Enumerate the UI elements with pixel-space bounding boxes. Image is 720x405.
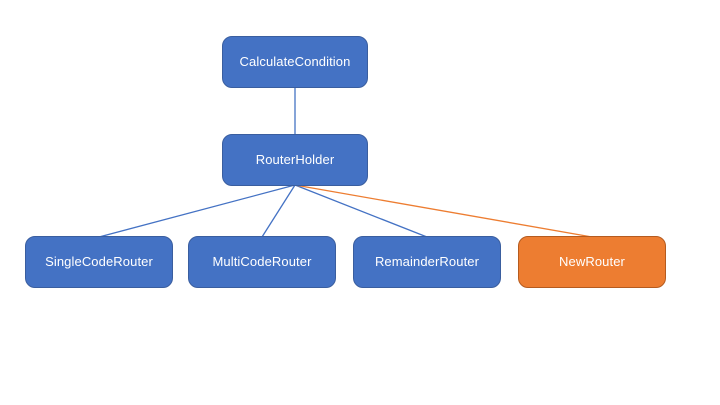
node-label: SingleCodeRouter bbox=[45, 254, 153, 270]
node-label: RouterHolder bbox=[255, 152, 335, 168]
node-label: CalculateCondition bbox=[239, 54, 351, 70]
node-remainder-router[interactable]: RemainderRouter bbox=[353, 236, 501, 288]
node-label: NewRouter bbox=[559, 254, 625, 270]
node-label: RemainderRouter bbox=[374, 254, 480, 270]
node-calculate-condition[interactable]: CalculateCondition bbox=[222, 36, 368, 88]
node-router-holder[interactable]: RouterHolder bbox=[222, 134, 368, 186]
node-new-router[interactable]: NewRouter bbox=[518, 236, 666, 288]
node-multi-code-router[interactable]: MultiCodeRouter bbox=[188, 236, 336, 288]
node-single-code-router[interactable]: SingleCodeRouter bbox=[25, 236, 173, 288]
node-label: MultiCodeRouter bbox=[212, 254, 312, 270]
